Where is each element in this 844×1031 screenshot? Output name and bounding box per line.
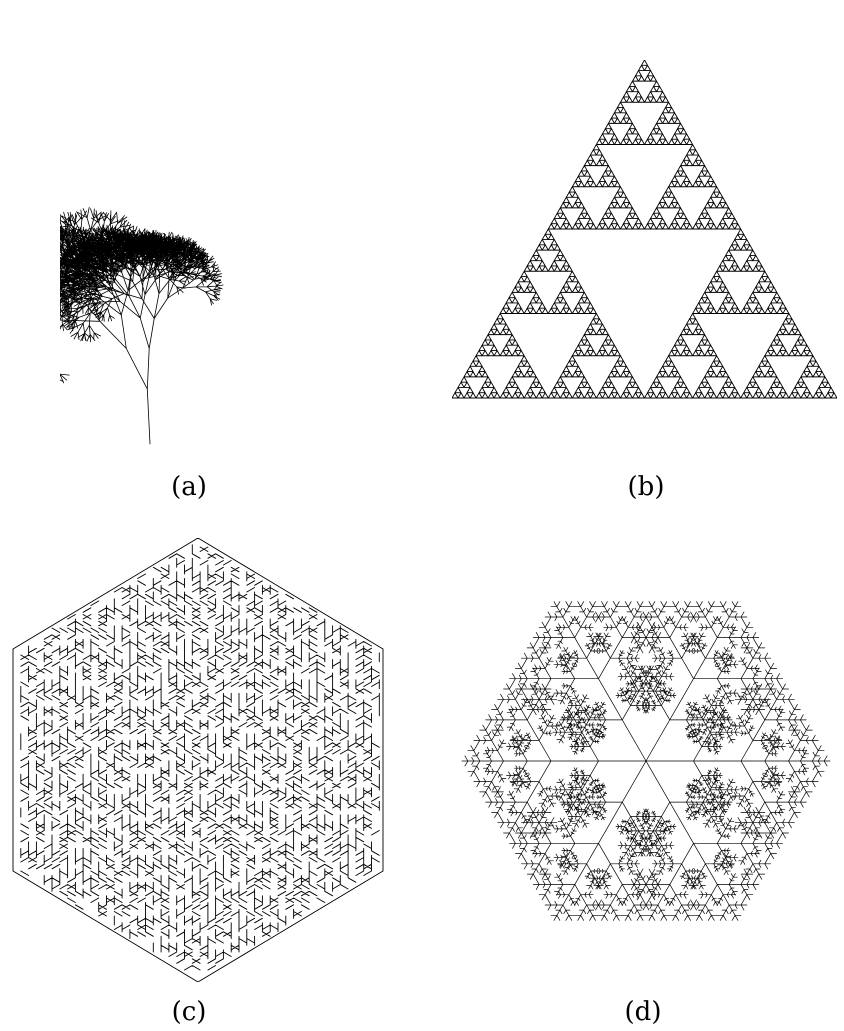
snowflake-branches: [462, 602, 830, 921]
panel-d-caption: (d): [583, 997, 703, 1027]
panel-b-caption: (b): [586, 472, 706, 502]
fractal-plant-drawing: [60, 6, 330, 446]
hexagonal-maze-panel: [6, 538, 391, 982]
panel-c-caption: (c): [129, 997, 249, 1027]
sierpinski-triangle-panel: [452, 60, 837, 400]
snowflake-fractal-drawing: [448, 536, 844, 986]
sierpinski-triangle-drawing: [452, 60, 837, 400]
plant-branches: [60, 207, 223, 444]
fractal-plant-panel: [60, 6, 330, 446]
snowflake-fractal-panel: [448, 536, 844, 986]
maze-walls: [13, 538, 383, 982]
hexagonal-maze-drawing: [6, 538, 391, 982]
sierpinski-triangles: [452, 60, 837, 398]
panel-a-caption: (a): [129, 472, 249, 502]
